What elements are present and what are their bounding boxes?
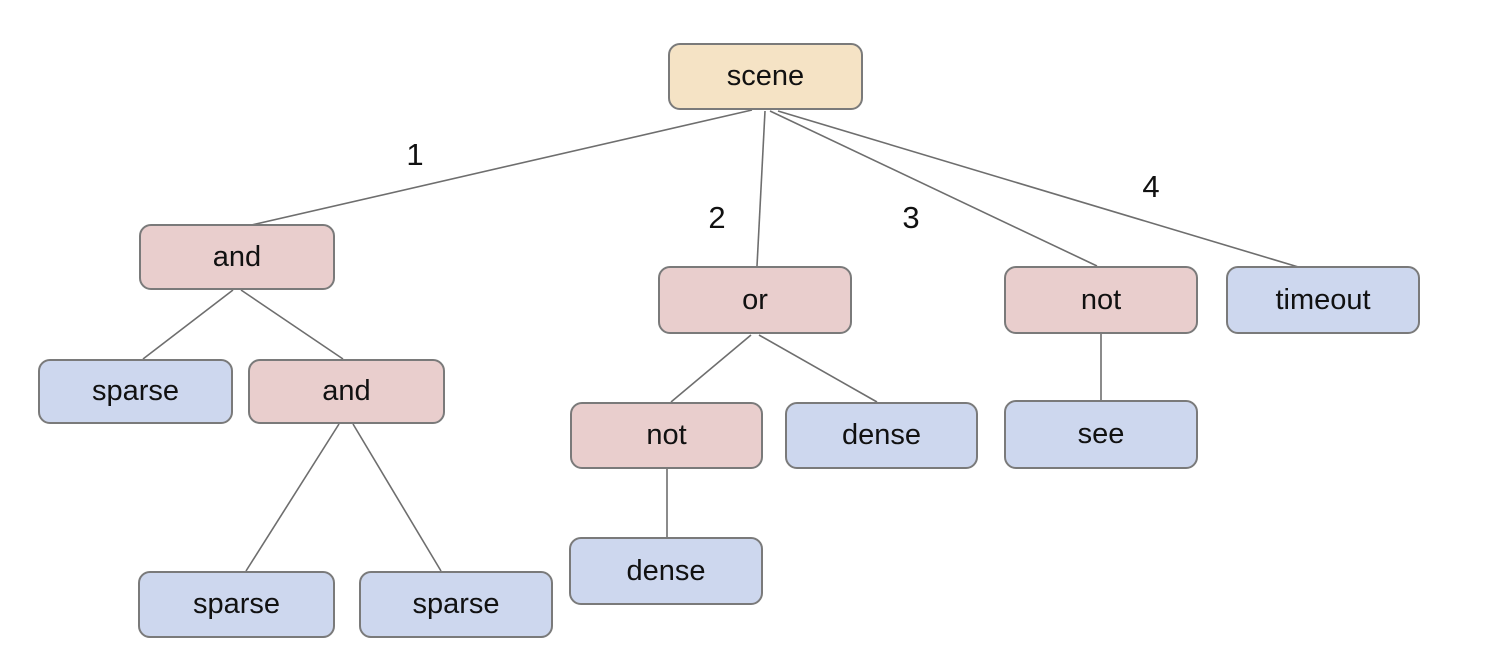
node-and-1: and — [139, 224, 335, 290]
edge-and1-sparse1 — [142, 289, 234, 360]
node-see: see — [1004, 400, 1198, 469]
node-dense-2: dense — [569, 537, 763, 605]
node-timeout: timeout — [1226, 266, 1420, 334]
edge-label-3: 3 — [902, 200, 919, 235]
node-or: or — [658, 266, 852, 334]
node-not-1: not — [570, 402, 763, 469]
edge-label-2: 2 — [708, 200, 725, 235]
edge-scene-timeout — [777, 110, 1306, 270]
node-not-2: not — [1004, 266, 1198, 334]
edge-or-dense1 — [758, 334, 878, 403]
node-and-2: and — [248, 359, 445, 424]
edge-or-not1 — [670, 334, 752, 403]
node-sparse-1: sparse — [38, 359, 233, 424]
edge-label-1: 1 — [406, 137, 423, 172]
node-dense-1: dense — [785, 402, 978, 469]
edge-scene-and1 — [242, 109, 753, 228]
node-scene: scene — [668, 43, 863, 110]
node-sparse-3: sparse — [359, 571, 553, 638]
edge-and2-sparse3 — [352, 423, 442, 572]
edge-and2-sparse2 — [245, 423, 340, 572]
edge-scene-or — [756, 110, 766, 267]
edge-label-4: 4 — [1142, 169, 1159, 204]
edge-and1-and2 — [240, 289, 344, 360]
node-sparse-2: sparse — [138, 571, 335, 638]
edge-scene-not2 — [769, 110, 1098, 267]
